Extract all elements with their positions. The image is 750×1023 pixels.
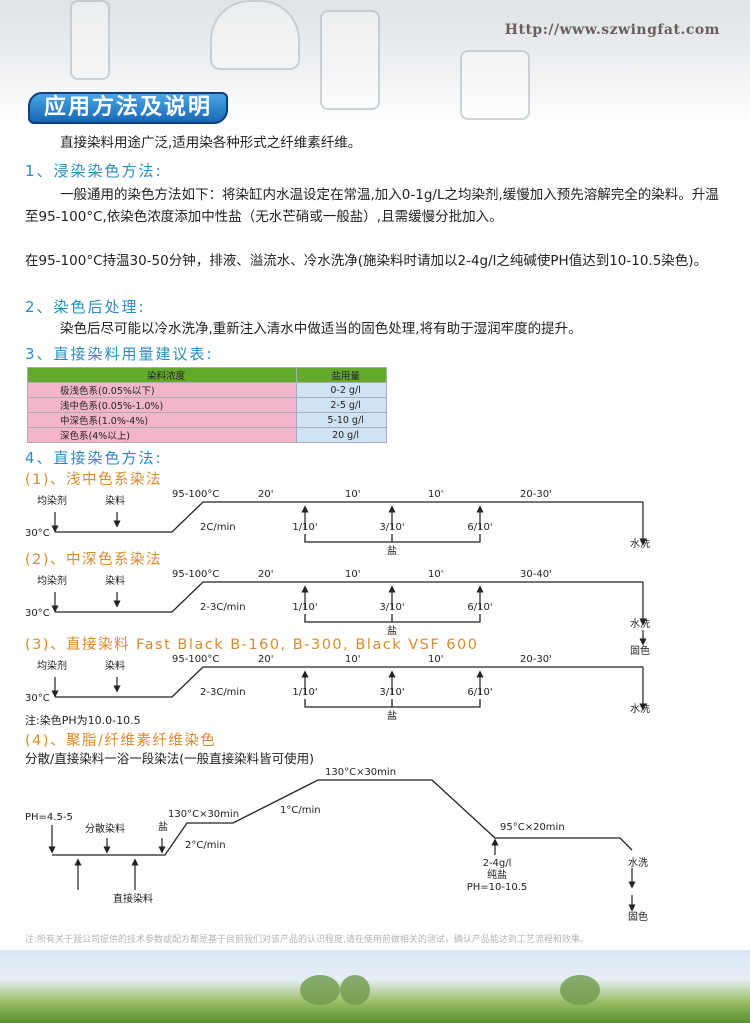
intro-text: 直接染料用途广泛,适用染各种形式之纤维素纤维。 <box>60 135 362 151</box>
beaker-image <box>320 10 380 110</box>
flask-image <box>210 0 300 70</box>
diagram-label: 固色 <box>630 644 650 657</box>
diagram-3-title: (3)、直接染料 Fast Black B-160, B-300, Black … <box>25 637 479 653</box>
diagram-label: 均染剂 <box>37 659 67 672</box>
diagram-label: 染料 <box>105 659 125 672</box>
table-cell: 浅中色系(0.05%-1.0%) <box>26 397 298 413</box>
diagram-label: 直接染料 <box>113 892 153 905</box>
disclaimer-footer: 注:所有关于我公司提供的技术参数或配方都是基于目前我们对该产品的认识程度,请在使… <box>25 935 589 945</box>
diagram-label: 1°C/min <box>280 805 321 816</box>
dosage-table: 染料浓度盐用量 极浅色系(0.05%以下)0-2 g/l 浅中色系(0.05%-… <box>26 367 387 443</box>
diagram-label: 30-40' <box>520 569 552 580</box>
diagram-label: 2C/min <box>200 522 236 533</box>
diagram-label: 水洗 <box>628 857 648 869</box>
tree-image <box>340 975 370 1005</box>
diagram-label: 10' <box>428 569 443 580</box>
diagram-4-title: (4)、聚脂/纤维素纤维染色 <box>25 733 217 749</box>
diagram-label: 20-30' <box>520 489 552 500</box>
table-cell: 中深色系(1.0%-4%) <box>26 412 298 428</box>
diagram-4-subtitle: 分散/直接染料一浴一段染法(一般直接染料皆可使用) <box>25 751 314 766</box>
tree-image <box>560 975 600 1005</box>
landscape-footer-image <box>0 950 750 1023</box>
diagram-label: 2-3C/min <box>200 602 246 613</box>
diagram-label: 1/10' <box>292 687 317 698</box>
diagram-label: 30°C <box>25 528 50 539</box>
process-line <box>52 779 633 856</box>
diagram-label: 95-100°C <box>172 489 219 500</box>
diagram-label: 6/10' <box>467 522 492 533</box>
website-url: Http://www.szwingfat.com <box>504 22 720 38</box>
diagram-label: 固色 <box>628 910 648 923</box>
section-1-paragraph-2: 在95-100°C持温30-50分钟，排液、溢流水、冷水洗净(施染料时请加以2-… <box>25 253 708 269</box>
diagram-label: 3/10' <box>379 687 404 698</box>
table-row: 深色系(4%以上)20 g/l <box>26 427 387 443</box>
page-title: 应用方法及说明 <box>28 92 229 124</box>
diagram-label: 95-100°C <box>172 569 219 580</box>
beaker-image <box>460 50 530 120</box>
diagram-label: 130°C×30min <box>168 809 239 820</box>
diagram-label: 均染剂 <box>37 494 67 507</box>
diagram-label: 20' <box>258 654 273 665</box>
diagram-label: 95-100°C <box>172 654 219 665</box>
table-cell: 20 g/l <box>296 427 387 443</box>
diagram-label: 10' <box>428 654 443 665</box>
diagram-label: 水洗 <box>630 703 650 715</box>
diagram-label: 盐 <box>387 544 397 557</box>
diagram-label: 均染剂 <box>37 574 67 587</box>
table-cell: 深色系(4%以上) <box>26 427 298 443</box>
diagram-label: PH=10-10.5 <box>467 882 528 893</box>
diagram-label: 6/10' <box>467 602 492 613</box>
diagram-label: 水洗 <box>630 538 650 550</box>
table-header-row: 染料浓度盐用量 <box>26 367 387 383</box>
diagram-label: 10' <box>345 569 360 580</box>
diagram-label: 分散染料 <box>85 822 125 835</box>
diagram-label: 95°C×20min <box>500 822 565 833</box>
section-2-heading: 2、染色后处理: <box>25 298 146 316</box>
diagram-label: 纯盐 <box>487 868 507 881</box>
diagram-label: 1/10' <box>292 602 317 613</box>
diagram-label: 水洗 <box>630 618 650 630</box>
diagram-label: 染料 <box>105 574 125 587</box>
section-1-paragraph: 一般通用的染色方法如下：将染缸内水温设定在常温,加入0-1g/L之均染剂,缓慢加… <box>25 187 719 225</box>
diagram-label: 10' <box>345 489 360 500</box>
diagram-label: 盐 <box>387 624 397 637</box>
process-line <box>55 666 643 698</box>
diagram-label: 30°C <box>25 693 50 704</box>
diagram-label: 盐 <box>387 709 397 722</box>
diagram-label: 10' <box>345 654 360 665</box>
table-row: 中深色系(1.0%-4%)5-10 g/l <box>26 412 387 428</box>
diagram-label: 10' <box>428 489 443 500</box>
diagram-label: 6/10' <box>467 687 492 698</box>
diagram-label: 20' <box>258 489 273 500</box>
diagram-label: 20' <box>258 569 273 580</box>
diagram-1-title: (1)、浅中色系染法 <box>25 472 163 488</box>
diagram-label: 20-30' <box>520 654 552 665</box>
diagram-label: 3/10' <box>379 602 404 613</box>
diagram-label: 3/10' <box>379 522 404 533</box>
diagram-2-title: (2)、中深色系染法 <box>25 552 163 568</box>
flask-image <box>70 0 110 80</box>
diagram-label: 2°C/min <box>185 840 226 851</box>
section-1-heading: 1、浸染染色方法: <box>25 162 163 180</box>
process-line <box>55 501 643 533</box>
section-2-paragraph: 染色后尽可能以冷水洗净,重新注入清水中做适当的固色处理,将有助于湿润牢度的提升。 <box>60 321 582 337</box>
diagram-label: 2-3C/min <box>200 687 246 698</box>
tree-image <box>300 975 340 1005</box>
column-header: 盐用量 <box>296 367 387 383</box>
diagram-label: 染料 <box>105 494 125 507</box>
section-3-heading: 3、直接染料用量建议表: <box>25 345 214 363</box>
diagram-label: 30°C <box>25 608 50 619</box>
diagram-label: 130°C×30min <box>325 767 396 778</box>
section-4-heading: 4、直接染色方法: <box>25 449 163 467</box>
diagram-label: 1/10' <box>292 522 317 533</box>
ph-note: 注:染色PH为10.0-10.5 <box>25 714 141 727</box>
table-cell: 5-10 g/l <box>296 412 387 428</box>
diagram-label: 盐 <box>158 820 168 833</box>
diagram-label: 2-4g/l <box>483 858 512 869</box>
table-cell: 极浅色系(0.05%以下) <box>26 382 298 398</box>
process-line <box>55 581 643 613</box>
diagram-label: PH=4.5-5 <box>25 812 73 823</box>
